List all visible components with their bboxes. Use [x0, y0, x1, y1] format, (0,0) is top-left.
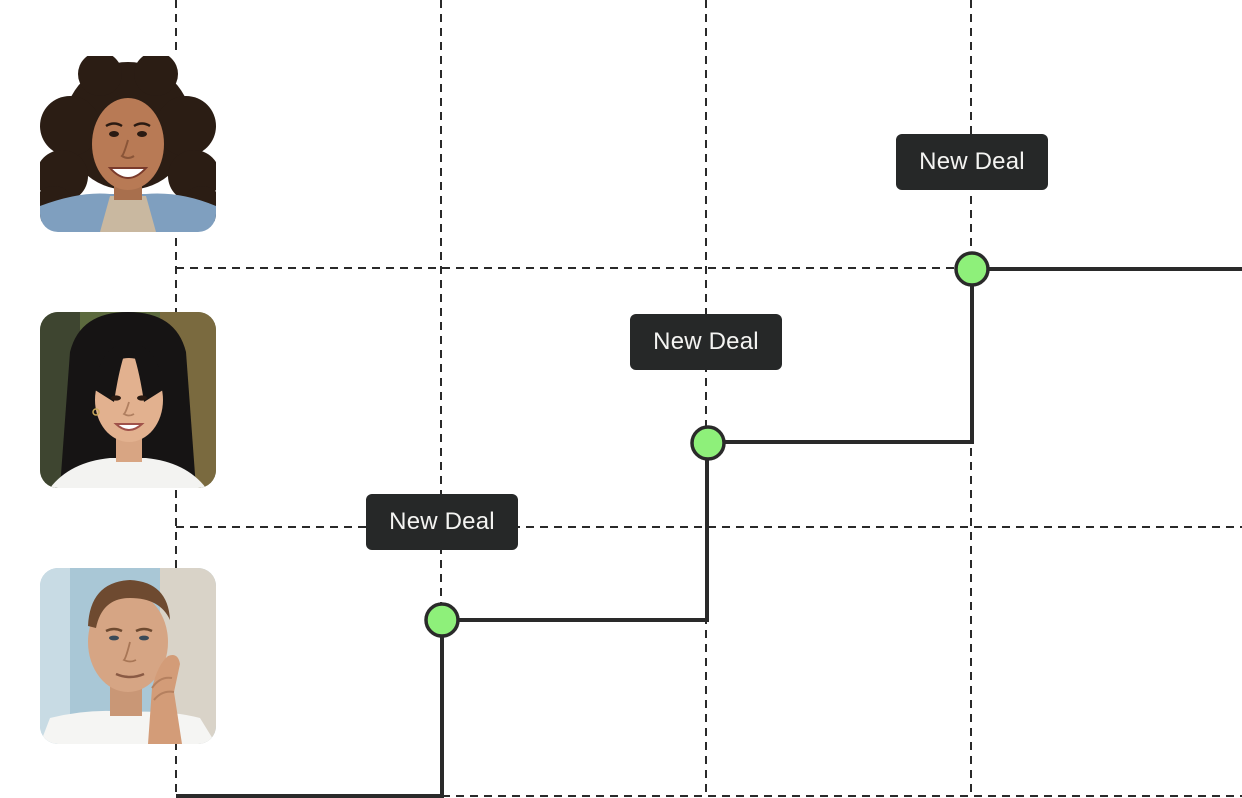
- avatar-man-hand-on-chin-icon: [40, 568, 216, 744]
- milestone-label-1: New Deal: [366, 494, 518, 550]
- milestone-label-3: New Deal: [896, 134, 1048, 190]
- step-progress-line: [176, 267, 1242, 798]
- milestone-label-2: New Deal: [630, 314, 782, 370]
- milestone-marker-1: [424, 602, 460, 638]
- milestone-marker-3: [954, 251, 990, 287]
- avatar-curly-hair-woman-icon: [40, 56, 216, 232]
- avatar-dark-hair-woman-icon: [40, 312, 216, 488]
- milestone-marker-2: [690, 425, 726, 461]
